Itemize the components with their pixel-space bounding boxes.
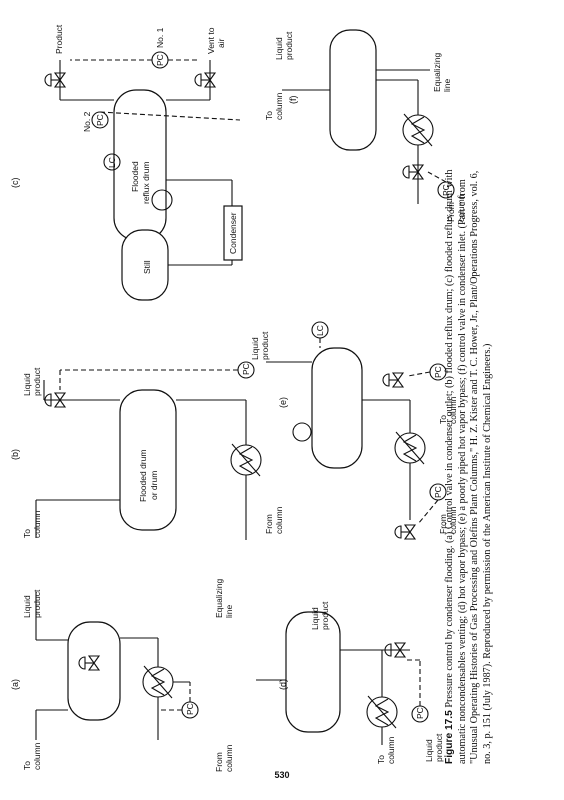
svg-text:PC: PC (415, 707, 425, 719)
svg-text:line: line (224, 604, 234, 618)
svg-text:Liquid: Liquid (310, 607, 320, 630)
caption-text: Pressure control by condenser flooding. … (444, 169, 493, 764)
flooded-drum-b (119, 389, 177, 531)
svg-text:column: column (32, 742, 42, 770)
svg-text:column: column (448, 396, 458, 424)
flooded-reflux-drum-c (113, 89, 167, 241)
panel-a: PC From column Equalizing line To column… (10, 579, 234, 772)
panel-e: LC PC PC From column To column Liquid pr… (250, 321, 458, 540)
svg-text:Equalizing: Equalizing (432, 53, 442, 92)
vent-valve-icon-c (194, 72, 216, 88)
svg-text:PC: PC (95, 114, 105, 126)
svg-text:product: product (434, 733, 444, 762)
svg-text:(f): (f) (288, 96, 298, 105)
svg-text:LC: LC (107, 157, 117, 168)
panel-d: PC Liquid product Liquid product To colu… (256, 601, 444, 764)
svg-text:Vent to: Vent to (206, 27, 216, 54)
svg-text:or drum: or drum (149, 471, 159, 500)
svg-text:column: column (32, 510, 42, 538)
panel-b: Flooded drum or drum PC From column To c… (10, 361, 284, 540)
condenser-icon-d (366, 695, 398, 729)
svg-text:Liquid: Liquid (274, 37, 284, 60)
svg-text:PC: PC (241, 363, 251, 375)
svg-text:product: product (320, 601, 330, 630)
svg-text:Condenser: Condenser (228, 212, 238, 254)
condenser-icon-e (394, 431, 426, 465)
condenser-icon-f (402, 113, 434, 147)
svg-text:(a): (a) (10, 679, 20, 690)
svg-text:product: product (260, 331, 270, 360)
valve-icon-e2 (382, 372, 404, 388)
svg-text:line: line (442, 78, 452, 92)
svg-text:Flooded: Flooded (130, 161, 140, 192)
svg-text:No. 1: No. 1 (155, 27, 165, 48)
svg-text:(e): (e) (278, 397, 288, 408)
svg-text:column: column (456, 194, 466, 222)
svg-text:From: From (446, 202, 456, 222)
svg-text:(b): (b) (10, 449, 20, 460)
figure-label: Figure 17.5 (444, 710, 455, 764)
valve-icon-e1 (394, 524, 416, 540)
svg-text:Liquid: Liquid (250, 337, 260, 360)
svg-text:To: To (376, 755, 386, 764)
pump-icon-e (292, 422, 312, 442)
svg-text:From: From (214, 752, 224, 772)
svg-text:To: To (438, 415, 448, 424)
panel-c: Flooded reflux drum Still Condenser LC P… (10, 24, 243, 301)
svg-text:Flooded drum: Flooded drum (138, 450, 148, 502)
svg-text:column: column (448, 506, 458, 534)
svg-text:air: air (216, 38, 226, 48)
svg-text:PC: PC (433, 366, 443, 378)
svg-text:(d): (d) (278, 679, 288, 690)
svg-text:Liquid: Liquid (22, 595, 32, 618)
svg-text:Still: Still (142, 260, 152, 274)
condenser-c (223, 205, 243, 261)
svg-text:To: To (22, 761, 32, 770)
svg-text:PC: PC (185, 703, 195, 715)
reflux-drum-e (311, 347, 363, 469)
reflux-drum-f (329, 29, 377, 151)
lc-instrument-c (103, 153, 121, 171)
svg-text:LC: LC (315, 325, 325, 336)
svg-text:PC: PC (433, 486, 443, 498)
svg-text:column: column (386, 736, 396, 764)
svg-text:From: From (438, 514, 448, 534)
svg-text:column: column (274, 506, 284, 534)
svg-text:PC: PC (155, 54, 165, 66)
svg-text:No. 2: No. 2 (82, 111, 92, 132)
page-number: 530 (274, 770, 290, 780)
figure-caption: Figure 17.5 Pressure control by condense… (444, 164, 494, 764)
svg-text:Equalizing: Equalizing (214, 579, 224, 618)
reflux-drum-d (285, 611, 341, 733)
svg-text:Product: Product (54, 24, 64, 54)
svg-text:Liquid: Liquid (22, 373, 32, 396)
condenser-icon-b (230, 443, 262, 477)
svg-text:To: To (264, 111, 274, 120)
svg-text:From: From (264, 514, 274, 534)
svg-text:Liquid: Liquid (424, 739, 434, 762)
svg-text:product: product (284, 31, 294, 60)
panel-f: PC From column Equalizing line To column… (264, 29, 466, 222)
svg-text:column: column (274, 92, 284, 120)
pump-icon-c (151, 189, 173, 211)
svg-text:reflux drum: reflux drum (141, 161, 151, 204)
svg-text:PC: PC (441, 184, 451, 196)
product-valve-icon-c (44, 72, 66, 88)
svg-text:product: product (32, 367, 42, 396)
condenser-icon-a (142, 665, 174, 699)
reflux-drum-a (67, 621, 121, 721)
svg-text:product: product (32, 589, 42, 618)
inlet-valve-icon-f (402, 164, 424, 180)
svg-text:(c): (c) (10, 178, 20, 189)
svg-text:To: To (22, 529, 32, 538)
svg-text:column: column (224, 744, 234, 772)
